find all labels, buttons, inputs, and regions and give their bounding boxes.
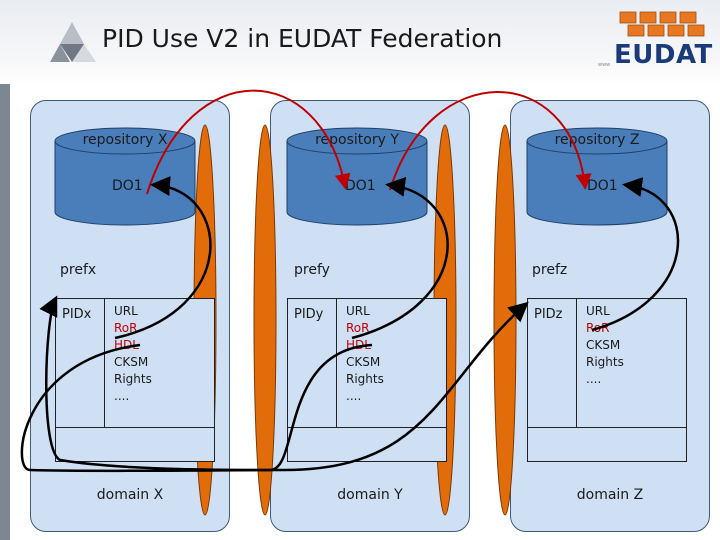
pid-y-label: PIDy <box>294 307 324 322</box>
field-cksm: CKSM <box>346 355 381 369</box>
record-divider-horizontal <box>56 427 214 428</box>
record-divider-horizontal <box>528 427 686 428</box>
field-url: URL <box>346 304 370 318</box>
pid-x-label: PIDx <box>62 307 92 322</box>
left-accent-bar <box>0 0 10 540</box>
prefix-x-label: prefx <box>60 262 97 278</box>
repository-z-label: repository Z <box>554 132 640 148</box>
eudat-logo-icon <box>619 11 705 37</box>
domain-y-label: domain Y <box>337 487 403 503</box>
prefix-y-label: prefy <box>294 262 330 278</box>
pid-record-y: PIDy URL RoR HDL CKSM Rights .... <box>287 298 447 462</box>
field-ror: RoR <box>346 321 370 335</box>
field-ellipsis: .... <box>346 389 362 403</box>
field-ellipsis: .... <box>114 389 130 403</box>
hdl-arrow-x-to-y <box>20 301 529 473</box>
domain-x-label: domain X <box>96 487 164 503</box>
repository-x-label: repository X <box>82 132 168 148</box>
resolve-arrow-x <box>114 176 212 340</box>
field-ror: RoR <box>114 321 138 335</box>
repository-y-label: repository Y <box>315 132 399 148</box>
field-rights: Rights <box>586 355 624 369</box>
resolve-arrow-y <box>351 176 449 340</box>
record-divider-vertical <box>336 299 337 427</box>
resolve-arrow-z <box>591 177 680 332</box>
data-object-x-label: DO1 <box>112 178 143 194</box>
record-divider-vertical <box>576 299 577 427</box>
logo-caption: www <box>598 62 611 68</box>
data-object-z-label: DO1 <box>587 178 618 194</box>
triangle-logo-icon <box>50 22 96 62</box>
field-cksm: CKSM <box>114 355 149 369</box>
field-rights: Rights <box>346 372 384 386</box>
field-cksm: CKSM <box>586 338 621 352</box>
replication-arrow-y-to-z <box>389 91 592 191</box>
domain-z-label: domain Z <box>576 487 644 503</box>
pid-z-label: PIDz <box>534 307 563 322</box>
field-rights: Rights <box>114 372 152 386</box>
eudat-logo-text: EUDAT <box>614 40 713 70</box>
header-band <box>0 0 720 84</box>
record-divider-vertical <box>104 299 105 427</box>
connector-ellipse-2 <box>253 124 277 516</box>
hdl-arrow-y-to-x <box>39 295 373 472</box>
data-object-y-label: DO1 <box>345 178 376 194</box>
database-z <box>526 127 668 226</box>
replication-arrow-x-to-y <box>146 89 351 195</box>
field-ellipsis: .... <box>586 372 602 386</box>
database-y <box>286 127 428 226</box>
field-url: URL <box>586 304 610 318</box>
field-url: URL <box>114 304 138 318</box>
pid-record-x: PIDx URL RoR HDL CKSM Rights .... <box>55 298 215 462</box>
pid-x-fields: URL RoR HDL CKSM Rights .... <box>114 303 152 405</box>
page-title: PID Use V2 in EUDAT Federation <box>102 24 503 53</box>
record-divider-horizontal <box>288 427 446 428</box>
prefix-z-label: prefz <box>532 262 568 278</box>
